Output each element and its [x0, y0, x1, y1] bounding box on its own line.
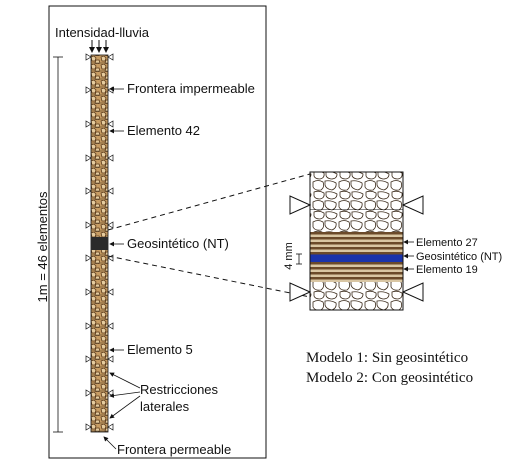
left-panel-frame	[48, 5, 267, 459]
elemento-5-label: Elemento 5	[127, 342, 193, 357]
rain-intensity-label: Intensidad-lluvia	[55, 25, 150, 40]
elemento-19-label: Elemento 19	[416, 264, 478, 276]
geosynthetic-layer	[91, 237, 108, 250]
geosintetico-label: Geosintético (NT)	[127, 236, 229, 251]
restricciones-label: Restricciones	[140, 382, 219, 397]
elemento-27-label: Elemento 27	[416, 237, 478, 249]
dimension-4mm-label: 4 mm	[283, 242, 295, 270]
elemento-42-label: Elemento 42	[127, 123, 200, 138]
lateral-restraints	[85, 53, 114, 431]
detail-view	[289, 171, 424, 311]
zoom-lines	[107, 173, 311, 298]
element-divisions	[91, 62, 108, 432]
height-axis-label: 1m = 46 elementos	[35, 191, 50, 302]
detail-geosintetico-label: Geosintético (NT)	[416, 251, 502, 263]
rain-arrows-icon	[89, 40, 109, 53]
model-2-caption: Modelo 2: Con geosintético	[306, 370, 473, 386]
frontera-impermeable-label: Frontera impermeable	[127, 81, 255, 96]
model-1-caption: Modelo 1: Sin geosintético	[306, 350, 468, 366]
laterales-label: laterales	[140, 399, 190, 414]
dimension-4mm	[296, 253, 302, 265]
frontera-permeable-label: Frontera permeable	[117, 442, 231, 457]
height-dimension	[53, 56, 63, 433]
